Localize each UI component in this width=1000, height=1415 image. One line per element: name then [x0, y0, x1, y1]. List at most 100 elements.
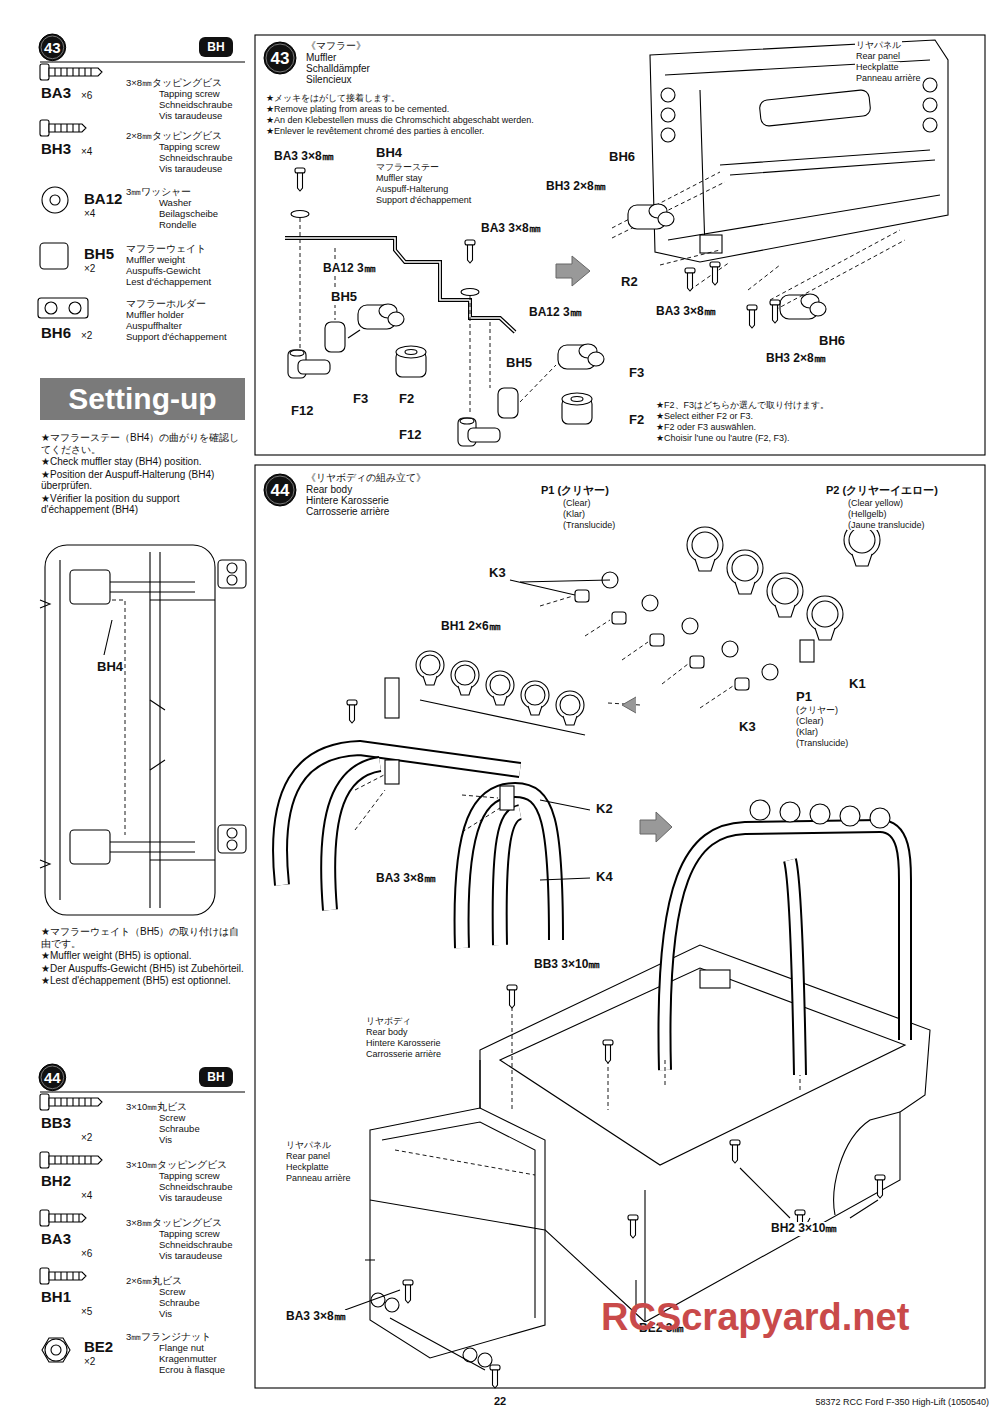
part-code: BH6	[818, 334, 846, 349]
part-text: ★Select either F2 or F3.	[655, 411, 754, 421]
part-text: ×2	[83, 263, 96, 275]
part-code: K1	[848, 677, 867, 692]
part-text: Schneidschraube	[158, 153, 233, 164]
step-label: 43	[271, 50, 290, 67]
part-code: BA3 3×8㎜	[655, 305, 717, 319]
part-text: (Translucide)	[562, 520, 616, 530]
part-code: BH4	[96, 660, 124, 675]
part-text: Hintere Karosserie	[305, 495, 390, 507]
part-text: Panneau arrière	[285, 1173, 352, 1183]
step-label: BH	[207, 41, 224, 53]
step-label: 44	[44, 1070, 61, 1085]
part-text: Carrosserie arrière	[305, 506, 390, 518]
section-band: Setting-up	[40, 378, 245, 420]
part-code: BH2 3×10㎜	[770, 1222, 838, 1236]
part-code: BH4	[375, 146, 403, 161]
part-code: BA3 3×8㎜	[273, 150, 335, 164]
part-text: 3×8㎜タッピングビス	[125, 78, 223, 89]
part-text: 58372 RCC Ford F-350 High-Lift (1050540)	[814, 1397, 990, 1407]
part-text: Rear panel	[285, 1151, 331, 1161]
part-text: Vis taraudeuse	[158, 1193, 223, 1204]
part-text: Vis	[158, 1309, 173, 1320]
part-text: マフラーウェイト	[125, 244, 207, 255]
part-code: BH3 2×8㎜	[765, 352, 827, 366]
part-text: 3×10㎜丸ビス	[125, 1102, 188, 1113]
part-text: Lest d'échappement	[125, 277, 212, 288]
part-code: P1 (クリヤー)	[540, 484, 610, 497]
part-code: BA3 3×8㎜	[375, 872, 437, 886]
part-code: BA3 3×8㎜	[285, 1310, 347, 1324]
part-text: Washer	[158, 198, 192, 209]
part-text: 2×8㎜タッピングビス	[125, 131, 223, 142]
part-text: ×6	[80, 90, 93, 102]
step-label: BH	[207, 1071, 224, 1083]
part-code: BA3	[40, 1230, 72, 1247]
note-text: ★Vérifier la position du support d'échap…	[40, 493, 247, 516]
part-text: Rear body	[305, 484, 353, 496]
note-text: ★Check muffler stay (BH4) position.	[40, 456, 247, 468]
part-text: リヤパネル	[855, 40, 902, 50]
part-text: Support d'échappement	[375, 195, 472, 205]
part-text: Support d'échappement	[125, 332, 228, 343]
part-text: 《マフラー》	[305, 40, 367, 52]
part-code: BB3	[40, 1114, 72, 1131]
part-code: BH1 2×6㎜	[440, 620, 502, 634]
part-text: Kragenmutter	[158, 1354, 218, 1365]
part-text: Schraube	[158, 1298, 201, 1309]
part-text: 3×10㎜タッピングビス	[125, 1160, 228, 1171]
part-code: BH5	[83, 245, 115, 262]
part-text: 3㎜ワッシャー	[125, 187, 192, 198]
part-text: Silencieux	[305, 74, 353, 86]
part-code: F2	[628, 413, 645, 428]
part-text: Muffler weight	[125, 255, 186, 266]
watermark: RCScrapyard.net	[600, 1296, 910, 1340]
part-text: ×5	[80, 1306, 93, 1318]
part-text: Tapping screw	[158, 89, 221, 100]
part-text: Heckplatte	[855, 62, 900, 72]
part-text: ★F2 oder F3 auswählen.	[655, 422, 757, 432]
part-text: Screw	[158, 1287, 186, 1298]
part-code: BH1	[40, 1288, 72, 1305]
part-text: Heckplatte	[285, 1162, 330, 1172]
part-text: (クリヤー)	[795, 705, 839, 715]
part-text: Vis	[158, 1135, 173, 1146]
bag-badge: BH	[199, 37, 233, 57]
part-text: Rondelle	[158, 220, 198, 231]
note-text: ★Muffler weight (BH5) is optional.	[40, 950, 247, 962]
bag-badge: BH	[199, 1067, 233, 1087]
part-code: K3	[738, 720, 757, 735]
part-code: P2 (クリヤーイエロー)	[825, 484, 939, 497]
part-text: Carrosserie arrière	[365, 1049, 442, 1059]
part-code: F3	[628, 366, 645, 381]
step-label: 43	[44, 40, 61, 55]
part-text: 3㎜フランジナット	[125, 1332, 212, 1343]
part-text: Ecrou à flasque	[158, 1365, 226, 1376]
part-text: Beilagscheibe	[158, 209, 219, 220]
section-heading: Setting-up	[68, 384, 216, 414]
part-code: R2	[620, 275, 639, 290]
part-text: マフラーステー	[375, 162, 440, 172]
part-text: 《リヤボディの組み立て》	[305, 472, 427, 484]
part-text: (Hellgelb)	[847, 509, 888, 519]
part-text: Muffler holder	[125, 310, 185, 321]
note-text: ★マフラーウェイト（BH5）の取り付けは自由です。	[40, 926, 247, 949]
part-text: Hintere Karosserie	[365, 1038, 442, 1048]
step-number: 43	[38, 33, 67, 62]
part-code: 22	[493, 1395, 507, 1408]
part-text: (Klar)	[795, 727, 819, 737]
part-code: BE2	[83, 1338, 114, 1355]
part-code: BH3	[40, 140, 72, 157]
part-text: (Translucide)	[795, 738, 849, 748]
part-code: BH5	[330, 290, 358, 305]
step-label: 44	[271, 482, 290, 499]
part-code: F3	[352, 392, 369, 407]
step-number: 44	[38, 1063, 67, 1092]
part-text: (Clear)	[562, 498, 592, 508]
part-code: BA3 3×8㎜	[480, 222, 542, 236]
part-text: Tapping screw	[158, 1229, 221, 1240]
part-text: Vis taraudeuse	[158, 1251, 223, 1262]
part-text: ×2	[80, 1132, 93, 1144]
part-text: Vis taraudeuse	[158, 164, 223, 175]
part-text: Auspuffs-Gewicht	[125, 266, 201, 277]
